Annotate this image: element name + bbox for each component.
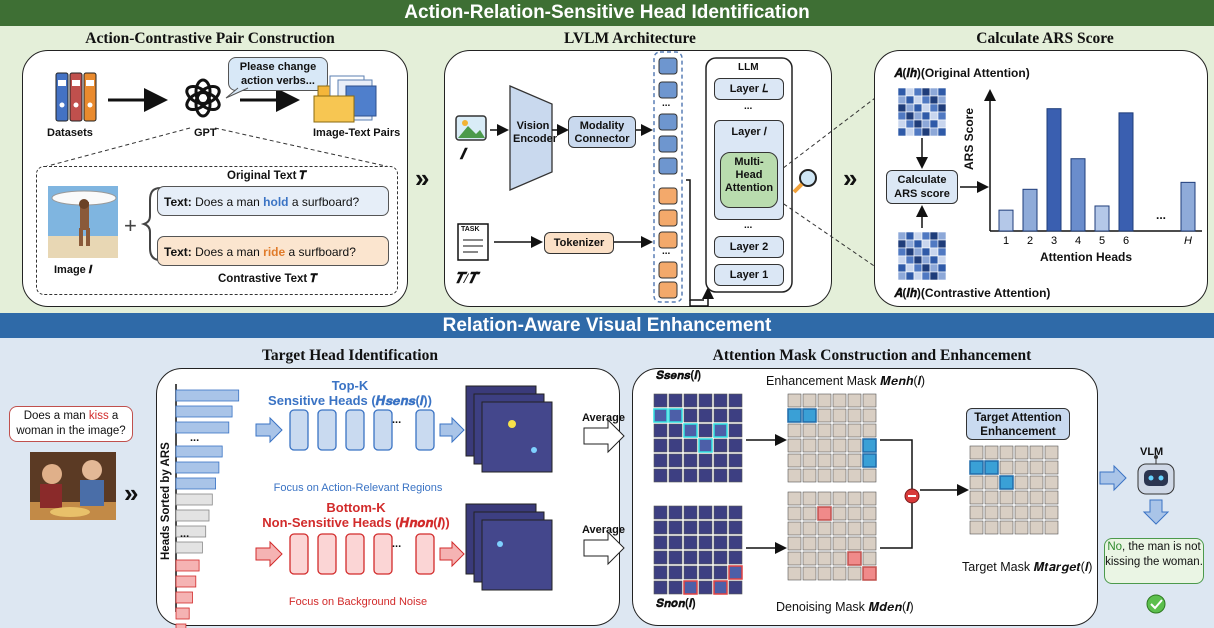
bottom-banner: Relation-Aware Visual Enhancement: [0, 313, 1214, 338]
datasets-label: Datasets: [47, 127, 93, 139]
double-chevron-icon-2: »: [843, 163, 858, 193]
llm-dots-1: ...: [744, 101, 753, 112]
question-bubble: Does a man kiss a woman in the image?: [9, 406, 133, 442]
calc-line1: Calculate: [897, 174, 947, 186]
mha-line3: Attention: [724, 182, 774, 194]
sensitive-heads-label: Sensitive Heads (𝑯𝒔𝒆𝒏𝒔(𝒍)): [268, 393, 432, 408]
bubble-line-1: Please change: [239, 61, 317, 73]
question-post: a woman in the image?: [16, 410, 126, 437]
lvlm-panel-title: LVLM Architecture: [564, 30, 696, 47]
gpt-speech-bubble: Please change action verbs...: [228, 57, 328, 91]
layer-l-label: Layer 𝑙: [731, 126, 767, 138]
ars-bar-dots: ...: [1156, 208, 1167, 222]
con-text-prefix: Text:: [164, 245, 192, 259]
vision-encoder: Vision Encoder: [513, 120, 558, 146]
mask-panel: [632, 368, 1098, 626]
sorted-dots-1: ...: [190, 432, 200, 444]
question-pre: Does a man: [23, 410, 89, 422]
token-dots-1: ...: [662, 98, 671, 109]
topk-heading: Top-K Sensitive Heads (𝑯𝒔𝒆𝒏𝒔(𝒍)): [260, 378, 440, 408]
ars-ylabel: ARS Score: [962, 107, 976, 170]
answer-rest: , the man is not kissing the woman.: [1105, 541, 1203, 568]
modality-line1: Modality: [579, 120, 625, 132]
layer-1-box: Layer 1: [714, 264, 784, 286]
con-pre: Does a man: [195, 245, 264, 259]
non-sensitive-heads-label: Non-Sensitive Heads (𝑯𝒏𝒐𝒏(𝒍)): [262, 515, 450, 530]
text-symbol: 𝑻/𝑻̂: [455, 271, 477, 287]
ars-xlabel: Attention Heads: [1040, 250, 1133, 264]
contrastive-text-label: Contrastive Text 𝑻̂: [218, 273, 318, 285]
image-symbol: 𝑰: [460, 147, 465, 163]
orig-post: a surfboard?: [288, 195, 360, 209]
question-verb: kiss: [88, 410, 109, 422]
original-text-label: Original Text 𝑻: [227, 170, 307, 182]
pairs-label: Image-Text Pairs: [313, 127, 401, 139]
target-mask-label: Target Mask 𝑴𝒕𝒂𝒓𝒈𝒆𝒕(𝒍): [962, 560, 1093, 574]
ars-panel-title: Calculate ARS Score: [976, 30, 1114, 47]
con-post: a surfboard?: [285, 245, 356, 259]
target-title-line2: Enhancement: [980, 426, 1056, 438]
topk-label: Top-K: [331, 378, 369, 393]
average-label-1: Average: [582, 412, 626, 424]
vision-encoder-line1: Vision: [516, 120, 550, 132]
average-label-2: Average: [582, 524, 626, 536]
head-dots-2: ...: [392, 538, 402, 550]
vlm-label: VLM: [1140, 446, 1164, 458]
answer-no: No: [1107, 541, 1123, 553]
modality-connector: Modality Connector: [568, 116, 636, 148]
head-dots-1: ...: [392, 414, 402, 426]
sorted-heads-label: Heads Sorted by ARS: [160, 442, 172, 560]
original-attention-label: 𝑨(𝒍𝒉)(Original Attention): [894, 66, 1030, 80]
pair-panel-title: Action-Contrastive Pair Construction: [85, 30, 335, 47]
contrastive-attention-label: 𝑨̂(𝒍𝒉)(Contrastive Attention): [894, 286, 1051, 300]
con-verb: ride: [263, 245, 286, 259]
calculate-ars-box: Calculate ARS score: [886, 170, 958, 204]
bottomk-heading: Bottom-K Non-Sensitive Heads (𝑯𝒏𝒐𝒏(𝒍)): [256, 500, 456, 530]
mha-line1: Multi-: [734, 156, 764, 168]
task-label: TASK: [461, 226, 480, 233]
double-chevron-icon-3: »: [124, 478, 139, 508]
orig-verb: hold: [263, 195, 289, 209]
llm-label: LLM: [738, 62, 759, 73]
contrastive-text-box: Text: Does a man ride a surfboard?: [157, 236, 389, 266]
llm-dots-2: ...: [744, 220, 753, 231]
denoising-mask-label: Denoising Mask 𝑴𝒅𝒆𝒏(𝒍): [776, 600, 914, 614]
target-attention-box: Target Attention Enhancement: [966, 408, 1070, 440]
vision-encoder-line2: Encoder: [513, 133, 558, 145]
gpt-label: GPT: [194, 127, 217, 139]
bottomk-label: Bottom-K: [326, 500, 386, 515]
calc-line2: ARS score: [894, 188, 950, 200]
focus-non-label: Focus on Background Noise: [288, 596, 428, 608]
original-text-box: Text: Does a man hold a surfboard?: [157, 186, 389, 216]
mask-panel-title: Attention Mask Construction and Enhancem…: [712, 347, 1032, 364]
answer-bubble: No, the man is not kissing the woman.: [1104, 538, 1204, 584]
token-dots-2: ...: [662, 246, 671, 257]
orig-text-prefix: Text:: [164, 195, 192, 209]
plus-icon: +: [124, 213, 137, 238]
mha-line2: Head: [735, 169, 763, 181]
s-non-label: 𝑺̄𝒏𝒐𝒏(𝒍): [656, 598, 696, 610]
layer-2-box: Layer 2: [714, 236, 784, 258]
bubble-line-2: action verbs...: [241, 75, 315, 87]
s-sens-label: 𝑺̄𝒔𝒆𝒏𝒔(𝒍): [656, 370, 702, 382]
orig-pre: Does a man: [195, 195, 264, 209]
modality-line2: Connector: [574, 133, 630, 145]
head-panel-title: Target Head Identification: [262, 347, 438, 364]
tokenizer-box: Tokenizer: [544, 232, 614, 254]
top-banner: Action-Relation-Sensitive Head Identific…: [0, 0, 1214, 26]
target-title-line1: Target Attention: [974, 412, 1062, 424]
enhancement-mask-label: Enhancement Mask 𝑴𝒆𝒏𝒉(𝒍): [766, 374, 926, 388]
layer-L-box: Layer 𝐿: [714, 78, 784, 100]
image-label: Image 𝑰: [54, 264, 93, 276]
sorted-dots-2: ...: [180, 528, 190, 540]
focus-sensitive-label: Focus on Action-Relevant Regions: [273, 482, 443, 494]
multi-head-attention-box: Multi- Head Attention: [720, 152, 778, 208]
double-chevron-icon-1: »: [415, 163, 430, 193]
